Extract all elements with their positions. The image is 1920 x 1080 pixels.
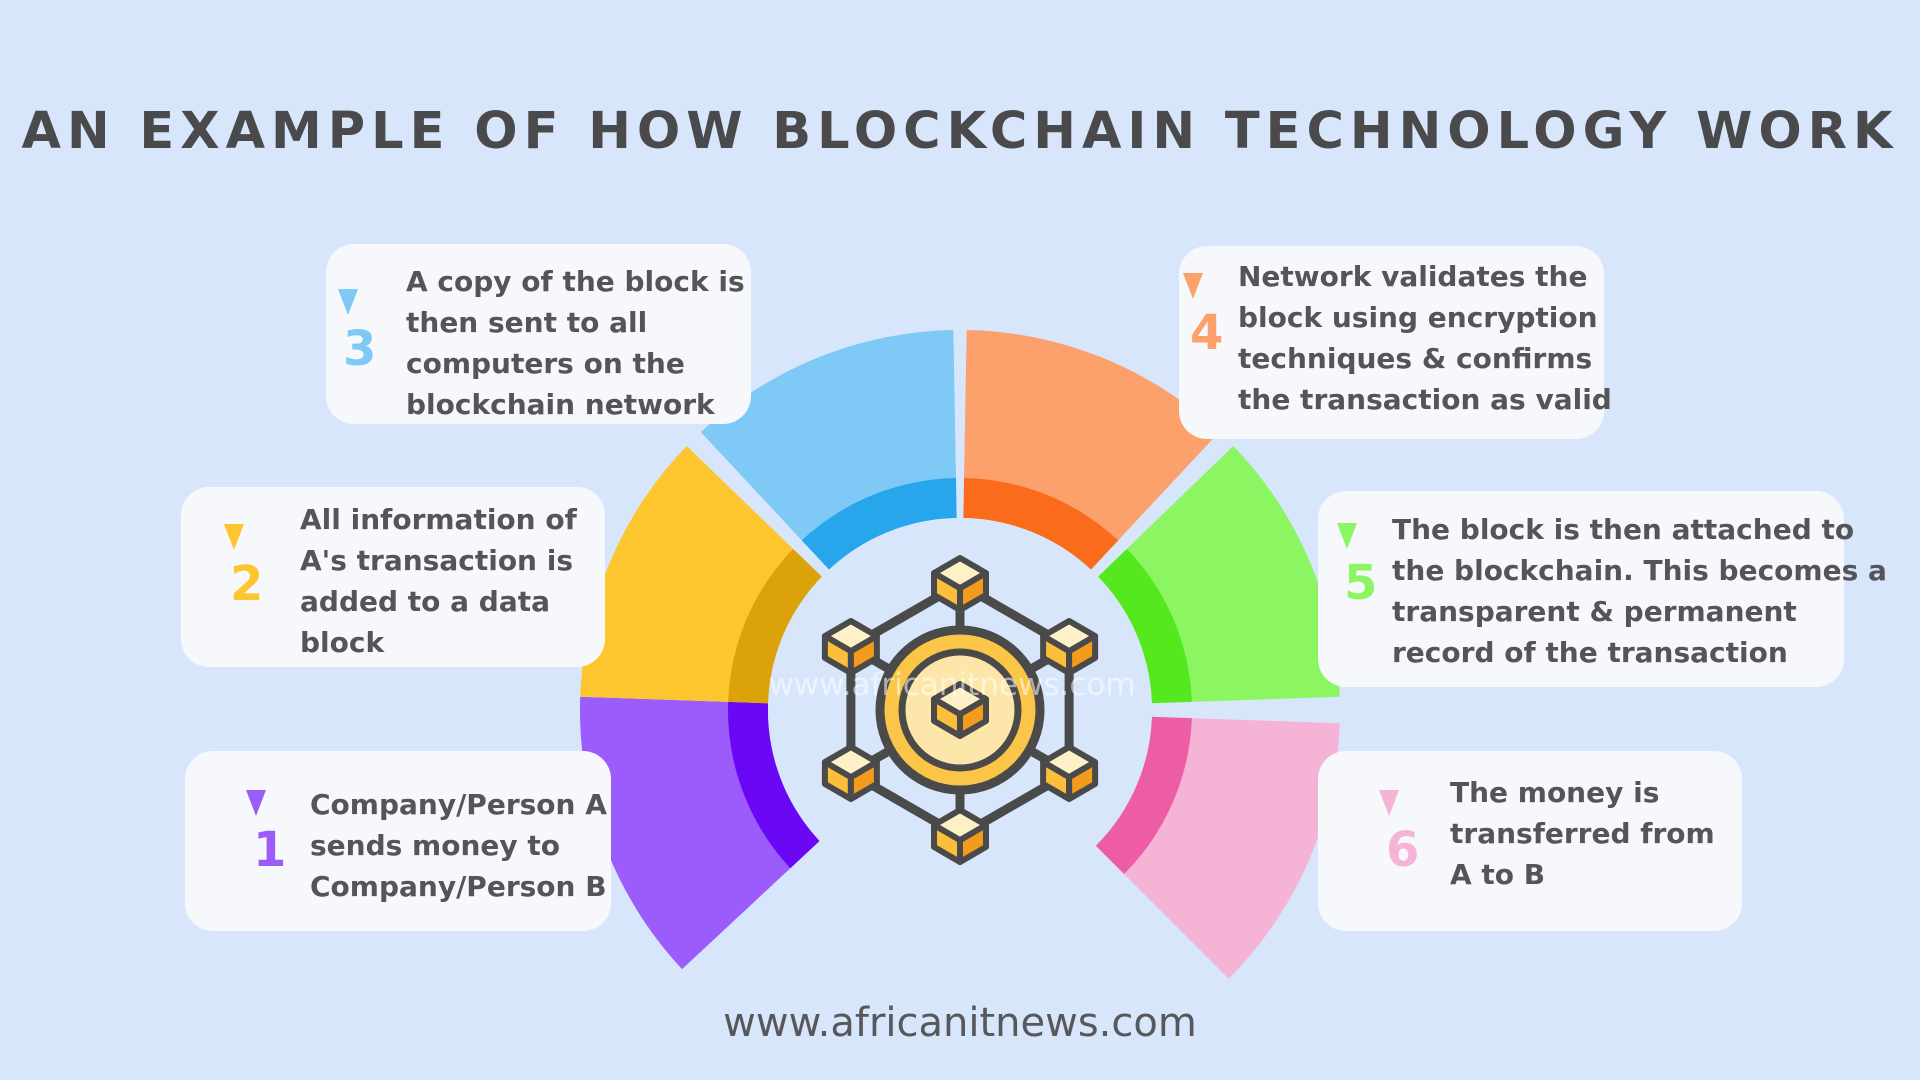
step-text-5: The block is then attached to the blockch… <box>1392 509 1887 673</box>
step-text-line: techniques & confirms <box>1238 342 1593 375</box>
step-card-3 <box>326 244 751 424</box>
footer-url: www.africanitnews.com <box>723 1000 1197 1046</box>
center-cube-icon <box>931 681 989 739</box>
ring-segment-inner-1 <box>728 701 820 869</box>
step-number-4: 4 <box>1190 305 1224 361</box>
step-text-1: Company/Person A sends money to Company/Pe… <box>310 784 607 907</box>
step-text-3: A copy of the block is then sent to all co… <box>406 261 745 425</box>
step-text-line: computers on the <box>406 347 685 380</box>
step-marker-1 <box>246 790 266 816</box>
ring-segment-inner-5 <box>1098 548 1192 704</box>
step-card-2 <box>181 487 605 667</box>
node-cube-icon <box>1040 618 1099 676</box>
step-text-line: Company/Person A <box>310 788 607 821</box>
step-card-5 <box>1318 491 1844 687</box>
ring-segment-inner-2 <box>728 548 822 704</box>
node-cube-icon <box>1040 744 1099 802</box>
step-text-line: block using encryption <box>1238 301 1598 334</box>
step-text-line: transparent & permanent <box>1392 595 1797 628</box>
step-text-2: All information of A's transaction is adde… <box>300 499 577 663</box>
step-text-line: The money is <box>1450 776 1660 809</box>
node-cube-icon <box>821 618 880 676</box>
step-card-6 <box>1318 751 1742 931</box>
step-number-3: 3 <box>343 321 377 377</box>
step-text-line: A's transaction is <box>300 544 573 577</box>
step-text-line: A copy of the block is <box>406 265 745 298</box>
node-cube-icon <box>931 555 989 613</box>
step-text-line: record of the transaction <box>1392 636 1788 669</box>
step-marker-3 <box>338 289 358 315</box>
step-text-6: The money is transferred from A to B <box>1450 772 1715 895</box>
step-text-line: sends money to <box>310 829 561 862</box>
step-text-line: transferred from <box>1450 817 1715 850</box>
step-text-line: blockchain network <box>406 388 715 421</box>
step-marker-6 <box>1379 790 1399 816</box>
step-number-2: 2 <box>230 556 264 612</box>
page-title: AN EXAMPLE OF HOW BLOCKCHAIN TECHNOLOGY … <box>21 102 1899 161</box>
step-text-line: then sent to all <box>406 306 648 339</box>
step-text-line: the blockchain. This becomes a <box>1392 554 1887 587</box>
watermark: www.africanitnews.com <box>768 667 1136 703</box>
ring-segment-inner-3 <box>801 478 957 570</box>
step-text-line: the transaction as valid <box>1238 383 1612 416</box>
ring-segment-inner-4 <box>963 478 1119 570</box>
step-text-line: A to B <box>1450 858 1546 891</box>
node-cube-icon <box>931 807 989 865</box>
step-number-6: 6 <box>1386 822 1420 878</box>
step-text-line: added to a data <box>300 585 550 618</box>
step-text-4: Network validates the block using encrypt… <box>1238 256 1612 420</box>
step-card-1 <box>185 751 611 931</box>
step-card-4 <box>1179 246 1604 439</box>
step-text-line: Network validates the <box>1238 260 1588 293</box>
step-text-line: Company/Person B <box>310 870 607 903</box>
step-number-1: 1 <box>253 822 287 878</box>
step-text-line: block <box>300 626 385 659</box>
ring-segment-inner-6 <box>1095 716 1192 875</box>
step-number-5: 5 <box>1344 555 1378 611</box>
step-text-line: The block is then attached to <box>1392 513 1855 546</box>
node-cube-icon <box>821 744 880 802</box>
step-marker-2 <box>224 524 244 550</box>
step-marker-5 <box>1337 523 1357 549</box>
step-marker-4 <box>1183 273 1203 299</box>
step-text-line: All information of <box>300 503 577 536</box>
